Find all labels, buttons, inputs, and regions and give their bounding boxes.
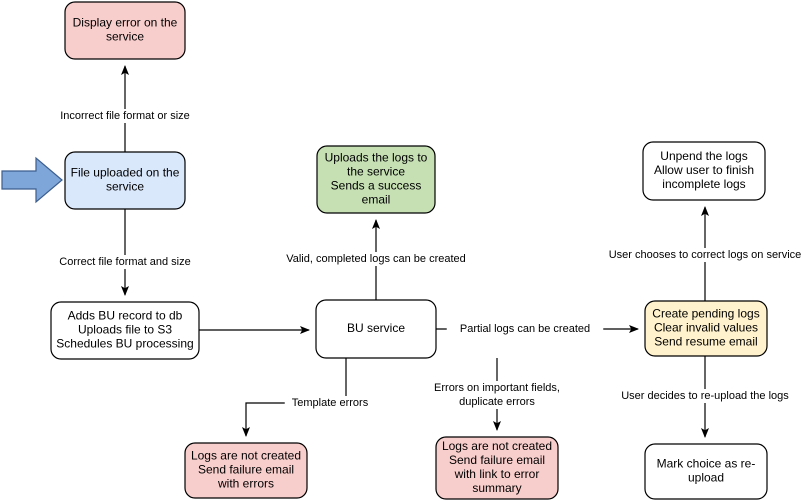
adds-bu-record-label: Adds BU record to db (68, 309, 183, 323)
logs-not-created-summary-box[interactable] (435, 436, 559, 500)
create-pending-logs-label: Create pending logs (652, 307, 759, 321)
edge-user-corrects-label: User chooses to correct logs on service (609, 249, 801, 261)
mark-choice-reupload-label: upload (688, 471, 724, 485)
create-pending-logs-label: Clear invalid values (654, 321, 758, 335)
edge-template-errors-label-bg (284, 396, 376, 410)
edge-correct-format-label: Correct file format and size (59, 256, 190, 268)
adds-bu-record-label: Uploads file to S3 (78, 323, 172, 337)
uploads-logs-label: the service (347, 165, 405, 179)
uploads-logs-label: email (362, 193, 391, 207)
unpend-logs-label: incomplete logs (662, 177, 745, 191)
file-uploaded-box[interactable] (64, 151, 186, 210)
node-bu-service[interactable]: BU service (315, 299, 437, 359)
unpend-logs-label: Allow user to finish (654, 163, 754, 177)
edge-edge-user-corrects: User chooses to correct logs on service (593, 206, 801, 301)
mark-choice-reupload-label: Mark choice as re- (657, 457, 756, 471)
file-uploaded-label: service (106, 180, 144, 194)
edge-incorrect-format-label: Incorrect file format or size (60, 110, 190, 122)
logs-not-created-template-label: with errors (217, 477, 274, 491)
edge-important-field-errors-label-bg (418, 381, 576, 395)
edge-incorrect-format-label-bg (41, 109, 209, 123)
edge-edge-user-reuploads: User decides to re-upload the logs (607, 356, 801, 438)
edge-edge-incorrect-format: Incorrect file format or size (41, 65, 209, 152)
display-error-label: Display error on the (73, 16, 178, 30)
edge-correct-format-label-bg (44, 255, 206, 269)
edge-edge-correct-format: Correct file format and size (44, 209, 206, 296)
create-pending-logs-label: Send resume email (654, 335, 757, 349)
logs-not-created-summary-label: Logs are not created (442, 439, 552, 453)
uploads-logs-box[interactable] (316, 145, 436, 214)
entry-arrow-icon (1, 156, 63, 204)
logs-not-created-summary-label: Send failure email (449, 453, 545, 467)
create-pending-logs-box[interactable] (644, 300, 768, 357)
edge-edge-partial-logs: Partial logs can be created (436, 322, 639, 336)
logs-not-created-template-label: Send failure email (198, 463, 294, 477)
edge-edge-valid-logs: Valid, completed logs can be created (273, 219, 479, 300)
edge-user-reuploads-label: User decides to re-upload the logs (621, 390, 789, 402)
uploads-logs-label: Sends a success (331, 179, 422, 193)
edge-partial-logs-label-bg (446, 322, 604, 336)
edge-user-reuploads-label-bg (607, 389, 801, 403)
display-error-box[interactable] (64, 1, 186, 60)
unpend-logs-box[interactable] (642, 141, 766, 201)
adds-bu-record-label: Schedules BU processing (56, 337, 193, 351)
edge-partial-logs-label: Partial logs can be created (460, 323, 590, 335)
edge-edge-template-errors: Template errors (242, 358, 376, 437)
uploads-logs-label: Uploads the logs to (325, 151, 428, 165)
logs-not-created-summary-label: summary (472, 481, 521, 495)
unpend-logs-label: Unpend the logs (660, 149, 747, 163)
adds-bu-record-box[interactable] (50, 301, 200, 360)
entry-arrow-layer (1, 156, 63, 204)
logs-not-created-template-box[interactable] (184, 442, 308, 499)
edge-valid-logs-label-bg (273, 252, 479, 266)
edge-edge-important-field-errors: Errors on important fields, duplicate err… (418, 358, 576, 431)
logs-not-created-summary-label: with link to error (454, 467, 540, 481)
edge-valid-logs-label: Valid, completed logs can be created (286, 253, 466, 265)
display-error-label: service (106, 30, 144, 44)
file-uploaded-label: File uploaded on the (71, 166, 180, 180)
mark-choice-reupload-box[interactable] (644, 443, 768, 500)
node-mark-choice-reupload[interactable]: Mark choice as re-upload (644, 443, 768, 500)
bu-service-box[interactable] (315, 299, 437, 359)
edge-important-field-errors-label: Errors on important fields, (434, 382, 560, 394)
bu-service-label: BU service (347, 321, 405, 335)
edge-important-field-errors-label-bg (449, 395, 545, 409)
edge-template-errors-label: Template errors (292, 397, 369, 409)
edge-important-field-errors-label: duplicate errors (459, 396, 535, 408)
logs-not-created-template-label: Logs are not created (191, 449, 301, 463)
edge-user-corrects-label-bg (593, 248, 801, 262)
